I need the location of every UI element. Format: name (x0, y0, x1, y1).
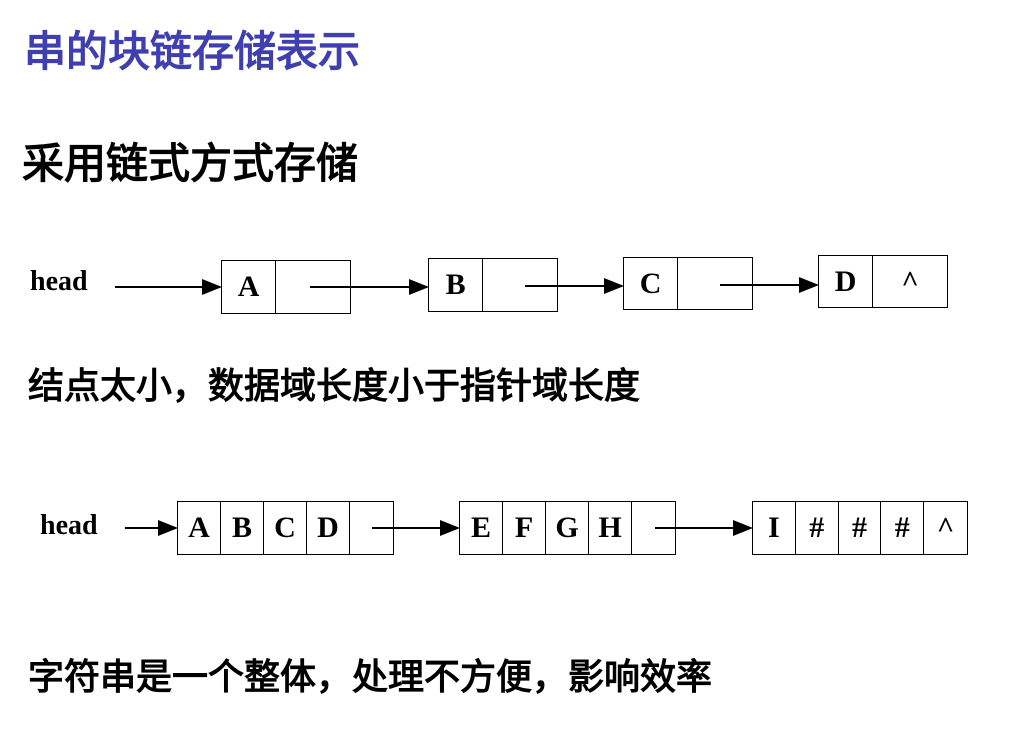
null-pointer: ^ (936, 511, 955, 544)
data-field: A (178, 502, 221, 554)
subtitle: 采用链式方式存储 (22, 139, 359, 188)
data-field: # (839, 502, 882, 554)
data-field: F (503, 502, 546, 554)
slide-title: 串的块链存储表示 (24, 27, 361, 76)
head-label-2: head (40, 510, 98, 541)
data-field: D (307, 502, 350, 554)
data-field: D (819, 256, 874, 307)
list-node: A (221, 260, 351, 314)
data-field: A (222, 261, 277, 313)
data-field: B (221, 502, 264, 554)
data-field: # (881, 502, 925, 554)
note-whole-string: 字符串是一个整体，处理不方便，影响效率 (28, 657, 713, 698)
data-field: C (624, 258, 679, 309)
pointer-field (632, 502, 675, 554)
head-label-1: head (30, 266, 88, 297)
data-field: # (796, 502, 839, 554)
data-field: G (546, 502, 589, 554)
list-node: C (623, 257, 753, 310)
pointer-field (276, 261, 350, 313)
data-field: B (429, 259, 484, 311)
null-pointer: ^ (901, 264, 919, 298)
list-node: I###^ (752, 501, 968, 555)
data-field: C (264, 502, 307, 554)
pointer-field (350, 502, 393, 554)
list-node: D^ (818, 255, 948, 308)
data-field: E (460, 502, 503, 554)
note-small-node: 结点太小，数据域长度小于指针域长度 (28, 366, 641, 407)
data-field: I (753, 502, 796, 554)
pointer-field (678, 258, 752, 309)
list-node: B (428, 258, 558, 312)
data-field: H (589, 502, 632, 554)
pointer-field (483, 259, 557, 311)
